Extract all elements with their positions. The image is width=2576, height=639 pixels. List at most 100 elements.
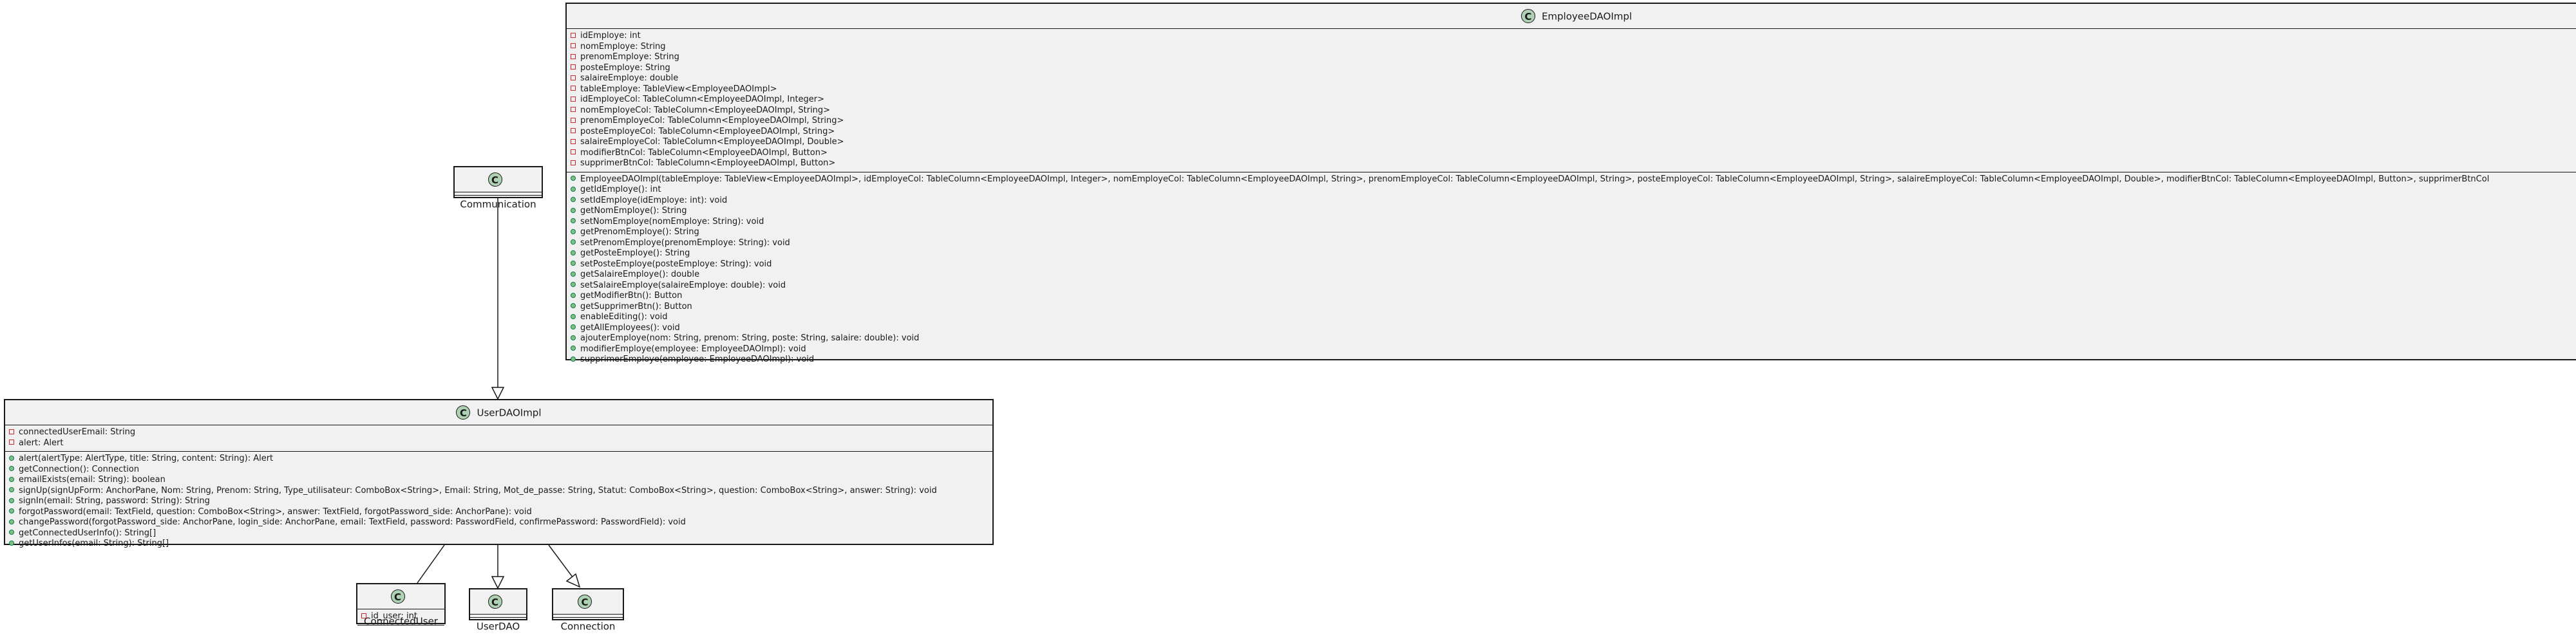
class-field: tableEmploye: TableView<EmployeeDAOImpl> bbox=[571, 84, 2576, 95]
class-method: getIdEmploye(): int bbox=[571, 185, 2576, 196]
class-method: setIdEmploye(idEmploye: int): void bbox=[571, 196, 2576, 207]
public-visibility-icon bbox=[571, 356, 576, 362]
class-name: UserDAOImpl bbox=[477, 407, 542, 419]
class-methods: EmployeeDAOImpl(tableEmploye: TableView<… bbox=[567, 171, 2576, 368]
class-method: getAllEmployees(): void bbox=[571, 323, 2576, 334]
private-visibility-icon bbox=[361, 613, 366, 618]
class-method: setPrenomEmploye(prenomEmploye: String):… bbox=[571, 238, 2576, 249]
class-connection[interactable]: CConnection bbox=[552, 588, 624, 633]
class-field: salaireEmploye: double bbox=[571, 73, 2576, 84]
public-visibility-icon bbox=[571, 271, 576, 277]
method-text: getIdEmploye(): int bbox=[580, 185, 661, 194]
public-visibility-icon bbox=[571, 218, 576, 223]
public-visibility-icon bbox=[571, 207, 576, 213]
private-visibility-icon bbox=[571, 75, 576, 80]
class-method: enableEditing(): void bbox=[571, 312, 2576, 323]
public-visibility-icon bbox=[9, 476, 14, 482]
method-text: getSalaireEmploye(): double bbox=[580, 270, 700, 279]
inheritance-arrow-head bbox=[491, 387, 505, 400]
class-field: idEmployeCol: TableColumn<EmployeeDAOImp… bbox=[571, 95, 2576, 106]
public-visibility-icon bbox=[9, 508, 14, 514]
field-text: supprimerBtnCol: TableColumn<EmployeeDAO… bbox=[580, 158, 836, 168]
class-connecteduser[interactable]: CConnectedUser id_user: int bbox=[356, 583, 446, 627]
private-visibility-icon bbox=[571, 160, 576, 165]
method-text: supprimerEmploye(employee: EmployeeDAOIm… bbox=[580, 355, 815, 364]
public-visibility-icon bbox=[9, 455, 14, 461]
public-visibility-icon bbox=[571, 335, 576, 340]
method-text: setPosteEmploye(posteEmploye: String): v… bbox=[580, 259, 772, 269]
public-visibility-icon bbox=[571, 303, 576, 308]
method-text: signIn(email: String, password: String):… bbox=[19, 496, 210, 506]
public-visibility-icon bbox=[571, 197, 576, 202]
class-fields: id_user: int bbox=[357, 609, 444, 625]
class-method: forgotPassword(email: TextField, questio… bbox=[9, 507, 992, 518]
field-text: salaireEmploye: double bbox=[580, 73, 679, 83]
public-visibility-icon bbox=[9, 487, 14, 492]
class-field: posteEmploye: String bbox=[571, 63, 2576, 74]
public-visibility-icon bbox=[571, 346, 576, 351]
class-header: CConnectedUser bbox=[357, 584, 444, 627]
method-text: getSupprimerBtn(): Button bbox=[580, 301, 692, 311]
private-visibility-icon bbox=[571, 117, 576, 123]
class-method: signIn(email: String, password: String):… bbox=[9, 496, 992, 507]
public-visibility-icon bbox=[571, 228, 576, 234]
class-method: signUp(signUpForm: AnchorPane, Nom: Stri… bbox=[9, 486, 992, 497]
class-method: alert(alertType: AlertType, title: Strin… bbox=[9, 454, 992, 465]
class-method: getConnection(): Connection bbox=[9, 465, 992, 476]
field-text: idEmployeCol: TableColumn<EmployeeDAOImp… bbox=[580, 95, 825, 104]
class-name: Connection bbox=[560, 620, 616, 633]
class-methods bbox=[470, 617, 526, 620]
method-text: forgotPassword(email: TextField, questio… bbox=[19, 506, 532, 517]
class-userdao[interactable]: CUserDAO bbox=[469, 588, 527, 633]
private-visibility-icon bbox=[571, 53, 576, 59]
public-visibility-icon bbox=[9, 466, 14, 471]
method-text: setNomEmploye(nomEmploye: String): void bbox=[580, 216, 764, 227]
field-text: idEmploye: int bbox=[580, 31, 641, 41]
class-communication[interactable]: C Communication bbox=[453, 166, 543, 210]
class-c-icon: C bbox=[488, 172, 502, 187]
class-field: nomEmployeCol: TableColumn<EmployeeDAOIm… bbox=[571, 106, 2576, 116]
method-text: getPosteEmploye(): String bbox=[580, 248, 690, 258]
public-visibility-icon bbox=[571, 186, 576, 192]
public-visibility-icon bbox=[571, 313, 576, 319]
class-methods bbox=[455, 195, 542, 198]
class-field: prenomEmploye: String bbox=[571, 52, 2576, 63]
method-text: getConnectedUserInfo(): String[] bbox=[19, 528, 156, 538]
class-field: posteEmployeCol: TableColumn<EmployeeDAO… bbox=[571, 127, 2576, 138]
method-text: getConnection(): Connection bbox=[19, 464, 140, 474]
private-visibility-icon bbox=[571, 32, 576, 38]
private-visibility-icon bbox=[571, 86, 576, 91]
inheritance-arrow-head bbox=[565, 573, 581, 588]
method-text: getPrenomEmploye(): String bbox=[580, 227, 699, 237]
class-field: alert: Alert bbox=[9, 438, 992, 449]
method-text: changePassword(forgotPassword_side: Anch… bbox=[19, 517, 686, 527]
class-methods bbox=[357, 624, 444, 628]
method-text: modifierEmploye(employee: EmployeeDAOImp… bbox=[580, 344, 806, 354]
private-visibility-icon bbox=[9, 429, 14, 434]
public-visibility-icon bbox=[571, 261, 576, 266]
class-field: prenomEmployeCol: TableColumn<EmployeeDA… bbox=[571, 116, 2576, 127]
private-visibility-icon bbox=[571, 149, 576, 154]
field-text: id_user: int bbox=[371, 611, 417, 621]
class-c-icon: C bbox=[1520, 8, 1535, 23]
field-text: alert: Alert bbox=[19, 438, 64, 448]
class-field: idEmploye: int bbox=[571, 31, 2576, 42]
class-methods bbox=[553, 617, 623, 620]
class-method: modifierEmploye(employee: EmployeeDAOImp… bbox=[571, 344, 2576, 355]
method-text: enableEditing(): void bbox=[580, 312, 668, 322]
private-visibility-icon bbox=[571, 96, 576, 102]
class-c-icon: C bbox=[488, 594, 502, 609]
method-text: alert(alertType: AlertType, title: Strin… bbox=[19, 454, 274, 463]
class-method: getPosteEmploye(): String bbox=[571, 248, 2576, 259]
method-text: getModifierBtn(): Button bbox=[580, 291, 683, 301]
public-visibility-icon bbox=[9, 519, 14, 524]
field-text: connectedUserEmail: String bbox=[19, 427, 136, 437]
field-text: nomEmploye: String bbox=[580, 41, 666, 51]
field-text: tableEmploye: TableView<EmployeeDAOImpl> bbox=[580, 84, 777, 94]
class-method: getPrenomEmploye(): String bbox=[571, 227, 2576, 238]
class-name: Communication bbox=[460, 198, 536, 210]
